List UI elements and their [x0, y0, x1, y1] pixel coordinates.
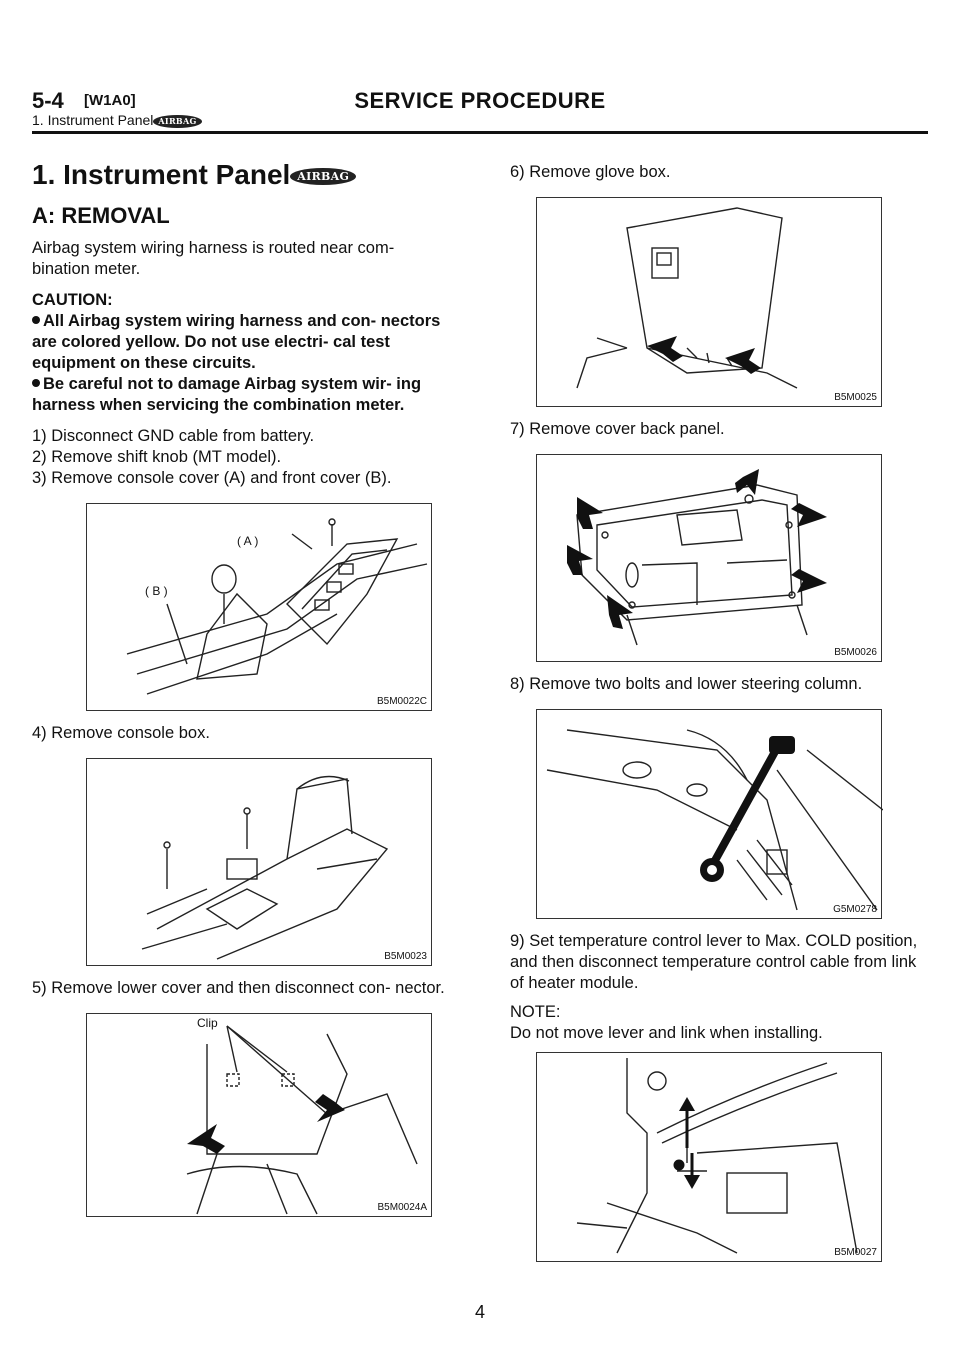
- step-5: 5) Remove lower cover and then disconnec…: [32, 979, 445, 997]
- caution-label: CAUTION:: [32, 291, 113, 309]
- section-number: 5-4: [32, 88, 64, 113]
- header-title: SERVICE PROCEDURE: [354, 88, 606, 113]
- figure-caption: B5M0023: [384, 951, 427, 962]
- step-7: 7) Remove cover back panel.: [510, 420, 725, 438]
- label-clip: Clip: [197, 1016, 218, 1030]
- subsection-heading: A: REMOVAL: [32, 203, 170, 228]
- figure-lower-cover: Clip B5M0024A: [86, 1013, 432, 1217]
- lower-cover-illustration: [186, 1025, 418, 1215]
- label-b: ( B ): [145, 584, 168, 598]
- figure-glove-box: B5M0025: [536, 197, 882, 407]
- right-column: 6) Remove glove box. B5M0025 7) Remove c…: [510, 158, 928, 1262]
- step-2: 2) Remove shift knob (MT model).: [32, 448, 282, 466]
- header-rule: [32, 131, 928, 134]
- temperature-cable-illustration: [576, 1058, 858, 1254]
- step-6: 6) Remove glove box.: [510, 163, 671, 181]
- caution-item-1: All Airbag system wiring harness and con…: [32, 311, 450, 374]
- caution-item-1-text: All Airbag system wiring harness and con…: [32, 312, 441, 372]
- note-label: NOTE:: [510, 1003, 561, 1021]
- figure-cover-back-panel: B5M0026: [536, 454, 882, 662]
- figure-caption: G5M0278: [833, 904, 877, 915]
- figure-console-box: B5M0023: [86, 758, 432, 966]
- page-number: 4: [474, 1302, 485, 1322]
- caution-item-2-text: Be careful not to damage Airbag system w…: [32, 375, 422, 414]
- note-text: Do not move lever and link when installi…: [510, 1024, 823, 1042]
- figure-caption: B5M0024A: [377, 1202, 427, 1213]
- label-a: ( A ): [237, 534, 259, 548]
- figure-caption: B5M0027: [834, 1247, 877, 1258]
- cover-back-panel-illustration: [567, 469, 827, 646]
- steering-column-illustration: [546, 729, 883, 911]
- header-subtitle-text: 1. Instrument Panel: [32, 112, 154, 128]
- intro-text: Airbag system wiring harness is routed n…: [32, 239, 395, 278]
- figure-steering-column: G5M0278: [536, 709, 883, 919]
- bullet-icon: [32, 316, 40, 324]
- section-code: [W1A0]: [84, 92, 136, 109]
- step-8: 8) Remove two bolts and lower steering c…: [510, 675, 863, 693]
- console-cover-illustration: [126, 518, 428, 695]
- airbag-badge: AIRBAG: [153, 114, 202, 128]
- figure-console-cover: ( A ) ( B ) B5M0022C: [86, 503, 432, 711]
- step-3: 3) Remove console cover (A) and front co…: [32, 469, 392, 487]
- step-9: 9) Set temperature control lever to Max.…: [510, 932, 918, 992]
- airbag-badge-heading: AIRBAG: [290, 168, 357, 186]
- section-heading-text: 1. Instrument Panel: [32, 159, 291, 190]
- step-1: 1) Disconnect GND cable from battery.: [32, 427, 315, 445]
- figure-caption: B5M0022C: [376, 696, 427, 707]
- figure-caption: B5M0025: [834, 392, 877, 403]
- console-box-illustration: [141, 775, 389, 960]
- bullet-icon: [32, 379, 40, 387]
- figure-caption: B5M0026: [834, 647, 877, 658]
- figure-temperature-cable: B5M0027: [536, 1052, 882, 1262]
- step-4: 4) Remove console box.: [32, 724, 210, 742]
- glove-box-illustration: [576, 207, 798, 389]
- caution-item-2: Be careful not to damage Airbag system w…: [32, 374, 450, 416]
